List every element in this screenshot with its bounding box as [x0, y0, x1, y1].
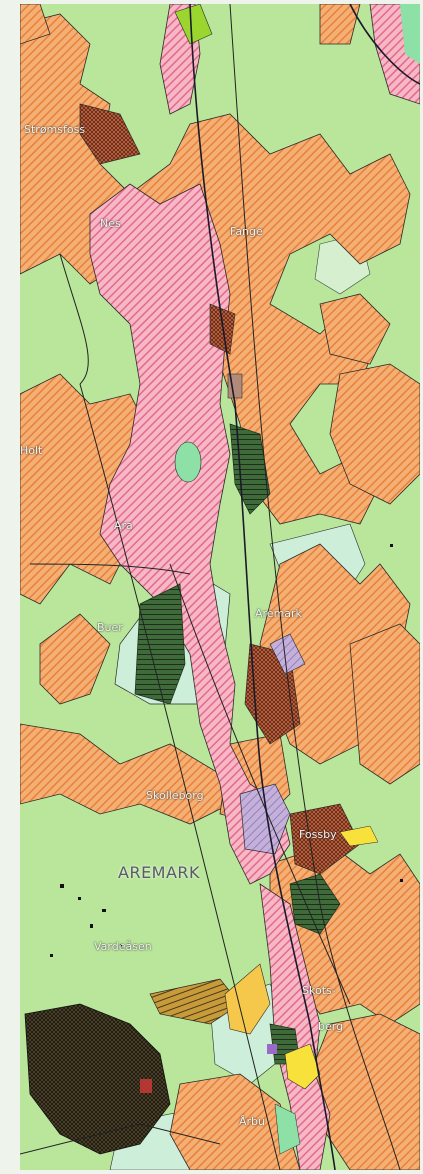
- map-layers: [20, 4, 420, 1170]
- map-canvas[interactable]: Strømsfoss Nes Fange Holt Ara Aremark Bu…: [20, 4, 420, 1170]
- boundary-lines: [20, 4, 401, 1170]
- place-label-vardeasen: Vardeåsen: [94, 940, 152, 953]
- place-label-skolleborg: Skolleborg: [146, 789, 204, 802]
- place-label-aremark-village: Aremark: [255, 607, 302, 620]
- place-label-fossby: Fossby: [299, 828, 337, 841]
- dark-zone: [24, 1003, 171, 1155]
- place-label-berg: berg: [318, 1020, 344, 1033]
- yellow-zone: [284, 1043, 321, 1090]
- place-label-skots: Skots-: [302, 984, 336, 997]
- place-label-holt: Holt: [20, 444, 43, 457]
- place-label-fange: Fange: [230, 225, 263, 238]
- small-features: [50, 544, 403, 957]
- place-label-ara: Ara: [114, 519, 133, 532]
- place-label-nes: Nes: [100, 217, 121, 230]
- place-label-buer: Buer: [97, 621, 123, 634]
- place-label-stromsfoss: Strømsfoss: [24, 123, 86, 136]
- place-label-arbu: Årbu: [239, 1115, 266, 1128]
- place-label-aremark-municipality: AREMARK: [118, 863, 201, 882]
- river: [189, 4, 420, 1170]
